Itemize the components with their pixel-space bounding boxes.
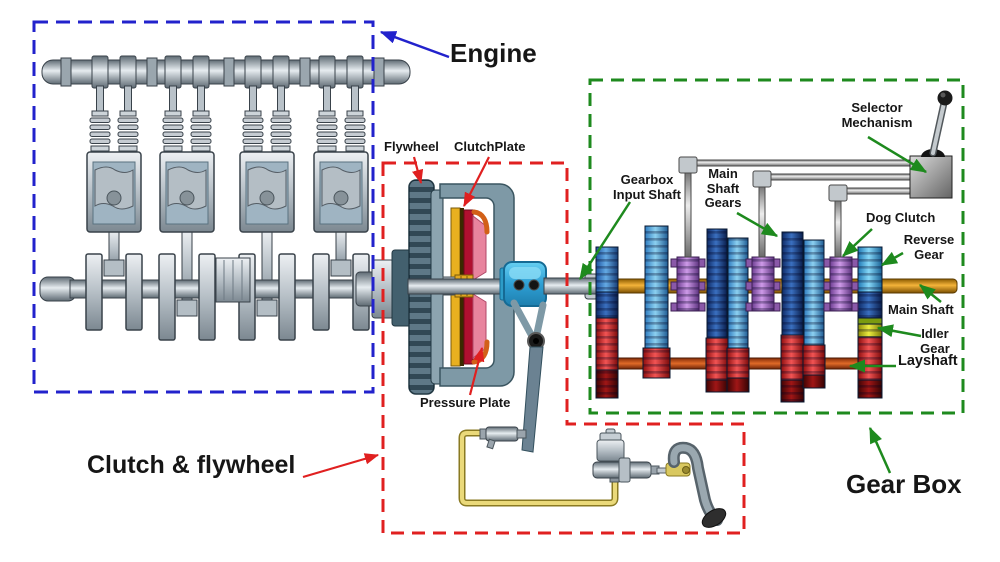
gearbox-boundary <box>588 78 965 415</box>
reverse-gear-arrow <box>880 251 904 267</box>
pressure-plate-arrow <box>468 346 485 396</box>
pedal-pad <box>701 508 727 528</box>
idler-gear-label: Idler Gear <box>875 326 995 356</box>
main-shaft-arrow <box>919 284 942 303</box>
clutch-fork <box>510 299 547 453</box>
engine-illustration <box>39 55 411 341</box>
label-line: Gears <box>704 195 742 211</box>
main-shaft-label: Main Shaft <box>888 302 954 317</box>
selector-arrow <box>867 135 928 174</box>
gear-box-label: Gear Box <box>846 469 962 499</box>
hydraulic-pipe-outline <box>458 429 619 507</box>
annotation-arrows <box>302 30 942 479</box>
selector-rods <box>678 156 913 258</box>
engine-label: Engine <box>450 38 537 68</box>
clutch-pedal <box>667 441 727 528</box>
release-bearing <box>499 261 547 307</box>
slave-cylinder <box>479 426 527 450</box>
label-line: Mechanism <box>841 114 913 130</box>
clutch-flywheel-arrow <box>302 453 380 479</box>
fork-lever-blade <box>521 346 544 453</box>
main-shaft-gears-label: Main Shaft Gears <box>663 166 783 211</box>
engine-arrow <box>379 30 450 59</box>
dog-clutch-3 <box>823 256 859 312</box>
dog-clutch-2 <box>745 256 781 312</box>
clutch-hydraulics <box>458 426 727 528</box>
label-line: Gear <box>914 246 944 262</box>
input-shaft-arrow <box>578 201 632 281</box>
label-line: Idler <box>921 326 949 341</box>
gear-pair-2 <box>705 228 750 393</box>
cylinders-pistons <box>86 151 369 233</box>
layshaft-label: Layshaft <box>898 353 958 369</box>
selector-mechanism-label: Selector Mechanism <box>817 100 937 130</box>
master-cylinder <box>592 428 670 483</box>
gear-pair-3 <box>780 231 826 403</box>
clutch-boundary <box>381 161 746 535</box>
engine-boundary <box>32 20 375 394</box>
gearbox-arrow <box>868 426 892 474</box>
clutch-flywheel-label: Clutch & flywheel <box>87 451 296 479</box>
label-line: Gear <box>920 340 950 356</box>
label-line: Gearbox <box>620 172 674 187</box>
hydraulic-pipe <box>460 431 617 505</box>
main-shaft-gears-arrow <box>736 211 779 238</box>
dog-clutch-arrow <box>842 228 873 257</box>
label-line: Shaft <box>706 180 740 196</box>
clutchplate-arrow <box>463 156 490 207</box>
reverse-gear-cluster <box>857 246 883 399</box>
clutchplate-label: ClutchPlate <box>454 139 526 154</box>
gearbox-input-shaft-label: Gearbox Input Shaft <box>587 172 707 202</box>
gear-lever-knob <box>937 90 953 106</box>
camshaft <box>41 55 411 89</box>
reverse-gear-label: Reverse Gear <box>869 232 989 262</box>
label-line: Selector <box>851 100 903 115</box>
flywheel-label: Flywheel <box>384 139 439 154</box>
gearbox-illustration <box>543 90 958 403</box>
flywheel-arrow <box>412 156 424 185</box>
idler-gear-arrow <box>876 324 922 338</box>
pressure-plate-label: Pressure Plate <box>420 395 511 410</box>
dog-clutch-1 <box>670 256 706 312</box>
retainer-spring-top <box>471 209 490 235</box>
input-gear-cluster <box>595 246 619 399</box>
crankshaft <box>39 253 403 341</box>
dog-clutch-label: Dog Clutch <box>866 210 936 225</box>
gear-pair-1 <box>642 225 671 379</box>
label-line: Input Shaft <box>613 186 681 202</box>
label-line: Main <box>708 166 738 181</box>
idler-gear-band <box>857 323 883 338</box>
label-line: Reverse <box>903 232 955 247</box>
gear-lever <box>931 101 946 155</box>
clutch-cover <box>439 183 515 387</box>
